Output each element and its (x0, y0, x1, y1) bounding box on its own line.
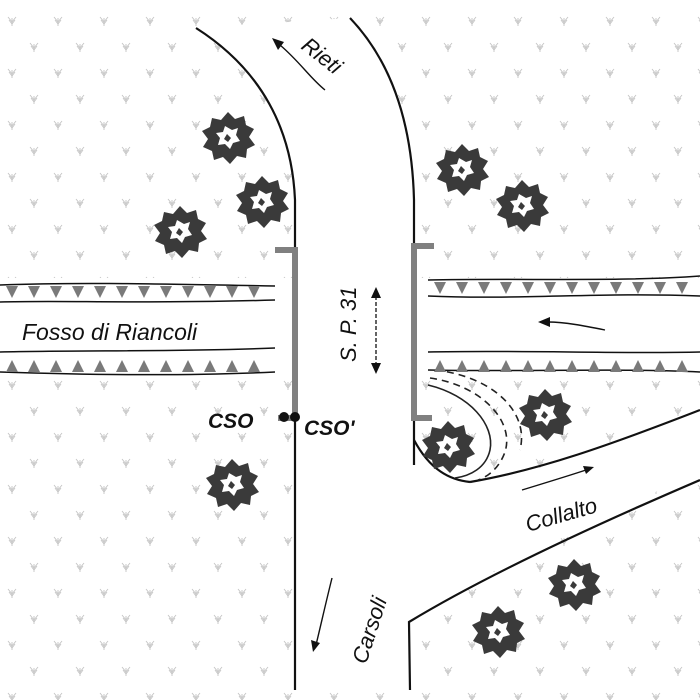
bank-mark (6, 286, 18, 298)
bank-mark (248, 360, 260, 372)
bank-mark (588, 360, 600, 372)
stream-label: Fosso di Riancoli (22, 319, 198, 345)
collalto-arrow-icon (521, 469, 587, 491)
bank-mark (72, 360, 84, 372)
bank-mark (478, 360, 490, 372)
bank-mark (6, 360, 18, 372)
bridge-parapet-left (275, 247, 298, 421)
bank-mark (566, 360, 578, 372)
bridge (275, 243, 434, 421)
direction-arrows (272, 38, 606, 652)
collalto-branch-lines (427, 369, 523, 481)
bank-mark (248, 286, 260, 298)
bank-mark (116, 286, 128, 298)
road-surface (196, 18, 700, 690)
bank-mark (94, 360, 106, 372)
bank-mark (50, 286, 62, 298)
bank-mark (456, 282, 468, 294)
bank-mark (182, 286, 194, 298)
bank-mark (28, 286, 40, 298)
bank-mark (204, 360, 216, 372)
bank-mark (204, 286, 216, 298)
carsoli-arrow-icon (315, 577, 333, 646)
bank-mark (456, 360, 468, 372)
bank-mark (654, 282, 666, 294)
bank-mark (182, 360, 194, 372)
bank-mark (588, 282, 600, 294)
bank-mark (500, 360, 512, 372)
bank-mark (72, 286, 84, 298)
bank-mark (94, 286, 106, 298)
bank-mark (610, 282, 622, 294)
bank-mark (676, 360, 688, 372)
bank-mark (610, 360, 622, 372)
double-arrow-icon (371, 287, 381, 374)
bank-marks-bottom (6, 360, 688, 372)
bank-mark (138, 286, 150, 298)
bank-mark (632, 360, 644, 372)
bank-marks-top (6, 282, 688, 298)
bank-mark (632, 282, 644, 294)
cso-point-icon (279, 412, 289, 422)
bank-mark (116, 360, 128, 372)
bank-mark (654, 360, 666, 372)
cso-prime-point-icon (290, 412, 300, 422)
bank-mark (138, 360, 150, 372)
cso-points (279, 412, 300, 422)
bank-mark (676, 282, 688, 294)
rieti-arrow-icon (279, 44, 326, 91)
bank-mark (226, 286, 238, 298)
bank-mark (544, 282, 556, 294)
bank-mark (226, 360, 238, 372)
bank-mark (522, 360, 534, 372)
bank-mark (544, 360, 556, 372)
bank-mark (50, 360, 62, 372)
bridge-parapet-right (411, 243, 434, 421)
stream-bed (0, 278, 700, 370)
bank-mark (160, 286, 172, 298)
cso-prime-label: CSO' (304, 417, 356, 440)
road-edges (195, 17, 700, 691)
road-label: S. P. 31 (336, 287, 361, 362)
stream-flow-arrow-icon (547, 321, 606, 331)
bank-mark (160, 360, 172, 372)
bank-mark (434, 282, 446, 294)
bank-mark (434, 360, 446, 372)
bank-mark (566, 282, 578, 294)
bank-mark (500, 282, 512, 294)
bank-mark (522, 282, 534, 294)
bank-mark (478, 282, 490, 294)
cso-label: CSO (208, 410, 254, 433)
bank-mark (28, 360, 40, 372)
